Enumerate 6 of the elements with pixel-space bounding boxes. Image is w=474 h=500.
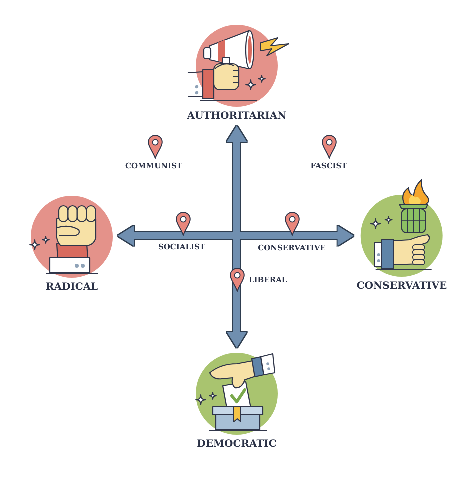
node-label: DEMOCRATIC (197, 439, 277, 451)
double-headed-arrow (227, 126, 247, 348)
node-label: AUTHORITARIAN (187, 111, 287, 123)
node-label: CONSERVATIVE (356, 281, 448, 293)
double-headed-arrow (118, 226, 354, 246)
node-label: RADICAL (46, 282, 98, 294)
